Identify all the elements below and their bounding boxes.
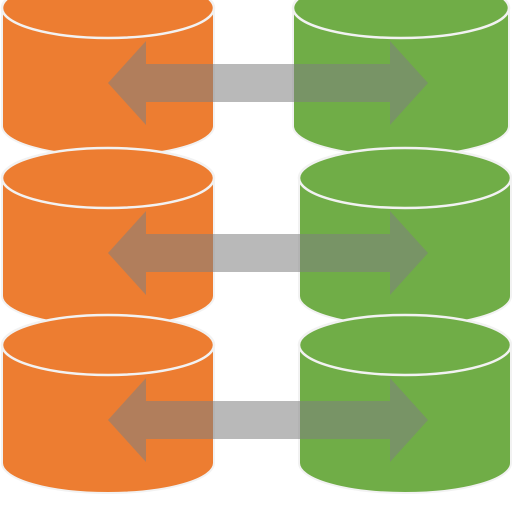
- orange-database-cylinder-3-top: [0, 313, 216, 377]
- orange-database-cylinder-3-body: [1, 344, 215, 494]
- green-database-cylinder-1-top: [291, 0, 511, 40]
- green-database-cylinder-2-top: [297, 146, 512, 210]
- orange-database-cylinder-2-top: [0, 146, 216, 210]
- bidirectional-arrow-icon-1: [108, 41, 428, 125]
- orange-database-cylinder-1: [0, 0, 216, 157]
- orange-database-cylinder-1-top: [0, 0, 216, 40]
- db-pair-1: [0, 0, 511, 157]
- orange-database-cylinder-2: [0, 146, 216, 327]
- bidirectional-arrow-icon-2: [108, 211, 428, 295]
- db-pair-2: [0, 146, 512, 327]
- db-pair-3: [0, 313, 512, 494]
- orange-database-cylinder-3: [0, 313, 216, 494]
- bidirectional-arrow-icon-3: [108, 378, 428, 462]
- green-database-cylinder-3-top: [297, 313, 512, 377]
